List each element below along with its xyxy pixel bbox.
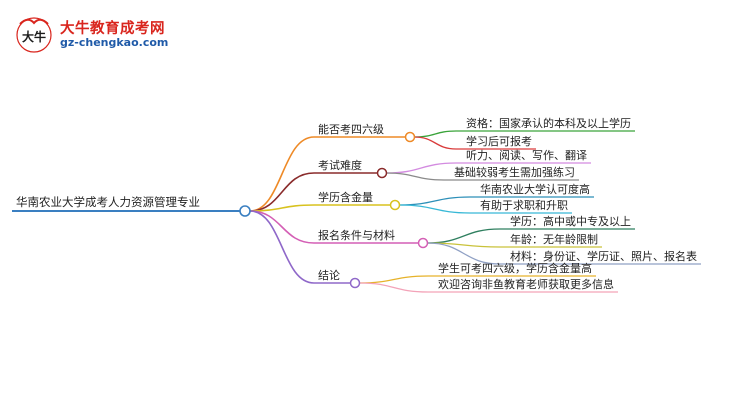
leaf-link	[386, 172, 445, 181]
root-node-circle	[239, 205, 251, 217]
branch-node-circle	[376, 167, 388, 179]
leaf-label: 听力、阅读、写作、翻译	[466, 148, 587, 162]
site-domain: gz-chengkao.com	[60, 36, 169, 49]
branch-label: 考试难度	[318, 158, 362, 172]
mind-map-links	[12, 130, 701, 293]
mind-map-nodes: 华南农业大学成考人力资源管理专业 能否考四六级 资格：国家承认的本科及以上学历学习后…	[16, 116, 697, 291]
leaf-link	[427, 242, 501, 265]
branch-link	[249, 172, 315, 212]
root-node-label: 华南农业大学成考人力资源管理专业	[16, 195, 200, 209]
branch-label: 学历含金量	[318, 190, 373, 204]
brand-name: 大牛教育成考网	[60, 21, 165, 37]
branch-node-circle	[404, 131, 416, 143]
leaf-link	[386, 162, 457, 174]
leaf-label: 资格：国家承认的本科及以上学历	[466, 116, 631, 130]
branch-link	[249, 136, 315, 212]
branch-label: 报名条件与材料	[318, 228, 395, 242]
leaf-link	[359, 282, 429, 293]
branch-link	[249, 210, 315, 284]
branch-node-circle	[389, 199, 401, 211]
leaf-label: 学生可考四六级，学历含金量高	[438, 261, 592, 275]
leaf-link	[399, 196, 471, 206]
site-logo: 大牛 大牛教育成考网 gz-chengkao.com	[14, 14, 168, 54]
branch-label: 能否考四六级	[318, 122, 384, 136]
leaf-link	[414, 136, 457, 150]
leaf-label: 有助于求职和升职	[480, 198, 568, 212]
leaf-label: 学习后可报考	[466, 134, 532, 148]
leaf-label: 年龄：无年龄限制	[510, 232, 598, 246]
leaf-label: 华南农业大学认可度高	[480, 182, 590, 196]
leaf-link	[399, 204, 471, 214]
branch-node-circle	[417, 237, 429, 249]
leaf-link	[427, 228, 501, 244]
leaf-label: 学历：高中或中专及以上	[510, 214, 631, 228]
branch-label: 结论	[318, 268, 340, 282]
leaf-label: 基础较弱考生需加强练习	[454, 165, 575, 179]
leaf-label: 材料：身份证、学历证、照片、报名表	[510, 249, 697, 263]
logo-mark-text: 大牛	[22, 29, 46, 44]
branch-link	[249, 210, 315, 244]
leaf-link	[359, 275, 429, 284]
branch-node-circle	[349, 277, 361, 289]
leaf-link	[414, 130, 457, 138]
bull-logo-icon: 大牛	[16, 17, 52, 53]
branch-link	[249, 204, 315, 212]
leaf-label: 欢迎咨询非鱼教育老师获取更多信息	[438, 277, 614, 291]
